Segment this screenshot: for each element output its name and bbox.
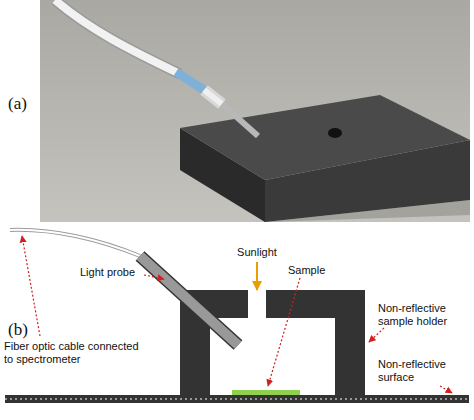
photo [40, 0, 470, 222]
cable-label: Fiber optic cable connected to spectrome… [4, 340, 144, 365]
panel-label: (a) [8, 94, 38, 114]
panel-label: (b) [8, 320, 38, 340]
sample-label: Sample [288, 264, 338, 277]
holder-label: Non-reflective sample holder [378, 302, 470, 327]
sunlight-label: Sunlight [232, 246, 282, 259]
probe-label: Light probe [80, 266, 142, 279]
schematic [5, 230, 469, 403]
surface-label: Non-reflective surface [378, 358, 470, 383]
